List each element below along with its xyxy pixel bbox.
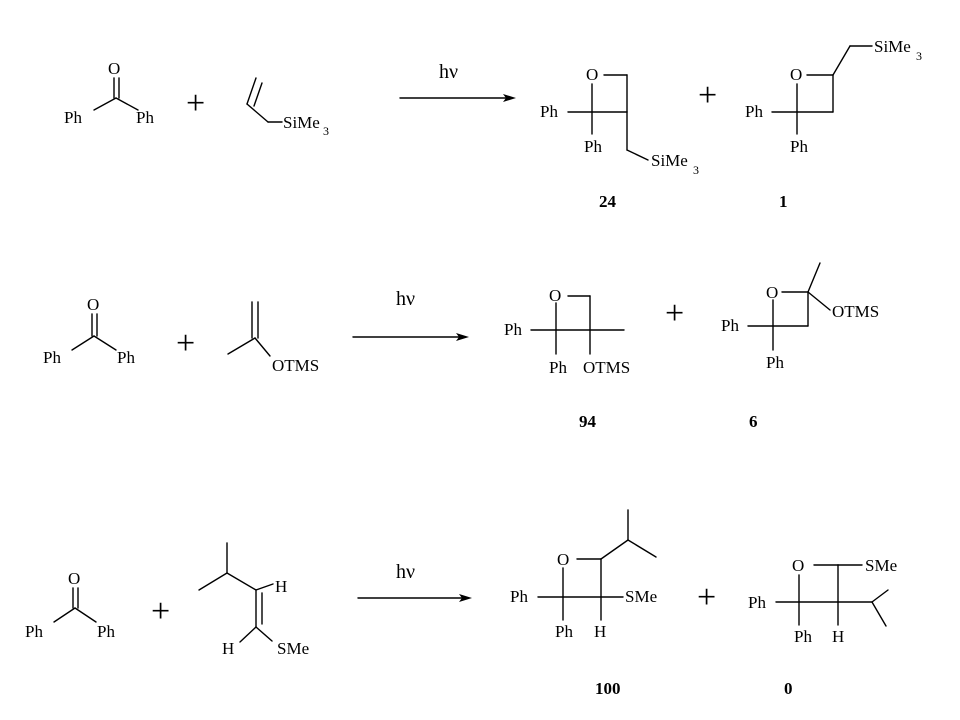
yield-label: 1 [779, 192, 788, 211]
reaction-3: O Ph Ph + H H SMe hν [25, 509, 897, 698]
oxetane-product-2a: O Ph Ph OTMS [504, 286, 630, 377]
reaction-arrow [399, 94, 516, 102]
phenyl-label: Ph [64, 108, 82, 127]
otms-label: OTMS [583, 358, 630, 377]
otms-label: OTMS [272, 356, 319, 375]
vinyl-sulfide: H H SMe [198, 542, 309, 658]
phenyl-label: Ph [117, 348, 135, 367]
phenyl-label: Ph [790, 137, 808, 156]
oxygen-label: O [549, 286, 561, 305]
oxetane-product-1b: O Ph Ph SiMe 3 [745, 37, 922, 156]
hv-label: hν [439, 61, 458, 83]
oxetane-product-3a: O Ph Ph H SMe [510, 509, 657, 641]
oxygen-label: O [790, 65, 802, 84]
hydrogen-label: H [275, 577, 287, 596]
oxygen-label: O [766, 283, 778, 302]
oxygen-label: O [557, 550, 569, 569]
sme-label: SMe [625, 587, 657, 606]
hv-label: hν [396, 288, 415, 310]
phenyl-label: Ph [510, 587, 528, 606]
phenyl-label: Ph [721, 316, 739, 335]
silyl-label: SiMe [283, 113, 320, 132]
benzophenone-1: O Ph Ph [64, 59, 154, 127]
plus-sign: + [697, 579, 716, 616]
oxetane-product-1a: O Ph Ph SiMe 3 [540, 65, 699, 177]
phenyl-label: Ph [584, 137, 602, 156]
phenyl-label: Ph [97, 622, 115, 641]
phenyl-label: Ph [504, 320, 522, 339]
phenyl-label: Ph [25, 622, 43, 641]
phenyl-label: Ph [745, 102, 763, 121]
otms-label: OTMS [832, 302, 879, 321]
subscript: 3 [323, 124, 329, 138]
phenyl-label: Ph [555, 622, 573, 641]
subscript: 3 [916, 49, 922, 63]
oxetane-product-3b: O Ph Ph H SMe [748, 556, 897, 646]
plus-sign: + [665, 295, 684, 332]
allylsilane: SiMe 3 [246, 77, 329, 138]
benzophenone-3: O Ph Ph [25, 569, 115, 641]
phenyl-label: Ph [540, 102, 558, 121]
silyl-label: SiMe [874, 37, 911, 56]
sme-label: SMe [865, 556, 897, 575]
phenyl-label: Ph [136, 108, 154, 127]
hydrogen-label: H [832, 627, 844, 646]
hv-label: hν [396, 561, 415, 583]
plus-sign: + [698, 77, 717, 114]
oxygen-label: O [108, 59, 120, 78]
phenyl-label: Ph [794, 627, 812, 646]
silyl-label: SiMe [651, 151, 688, 170]
benzophenone-2: O Ph Ph [43, 295, 135, 367]
reaction-arrow [352, 333, 469, 341]
oxygen-label: O [87, 295, 99, 314]
phenyl-label: Ph [748, 593, 766, 612]
plus-sign: + [186, 85, 205, 122]
hydrogen-label: H [222, 639, 234, 658]
oxetane-product-2b: O Ph Ph OTMS [721, 262, 879, 372]
yield-label: 94 [579, 412, 597, 431]
yield-label: 0 [784, 679, 793, 698]
reaction-1: O Ph Ph + SiMe 3 hν O [64, 37, 922, 211]
phenyl-label: Ph [549, 358, 567, 377]
sme-label: SMe [277, 639, 309, 658]
yield-label: 6 [749, 412, 758, 431]
reaction-2: O Ph Ph + OTMS hν O Ph [43, 262, 879, 431]
oxygen-label: O [792, 556, 804, 575]
plus-sign: + [151, 593, 170, 630]
hydrogen-label: H [594, 622, 606, 641]
reaction-arrow [357, 594, 472, 602]
oxygen-label: O [68, 569, 80, 588]
phenyl-label: Ph [43, 348, 61, 367]
plus-sign: + [176, 325, 195, 362]
subscript: 3 [693, 163, 699, 177]
phenyl-label: Ph [766, 353, 784, 372]
yield-label: 100 [595, 679, 621, 698]
yield-label: 24 [599, 192, 617, 211]
silyl-enol-ether: OTMS [227, 301, 319, 375]
oxygen-label: O [586, 65, 598, 84]
